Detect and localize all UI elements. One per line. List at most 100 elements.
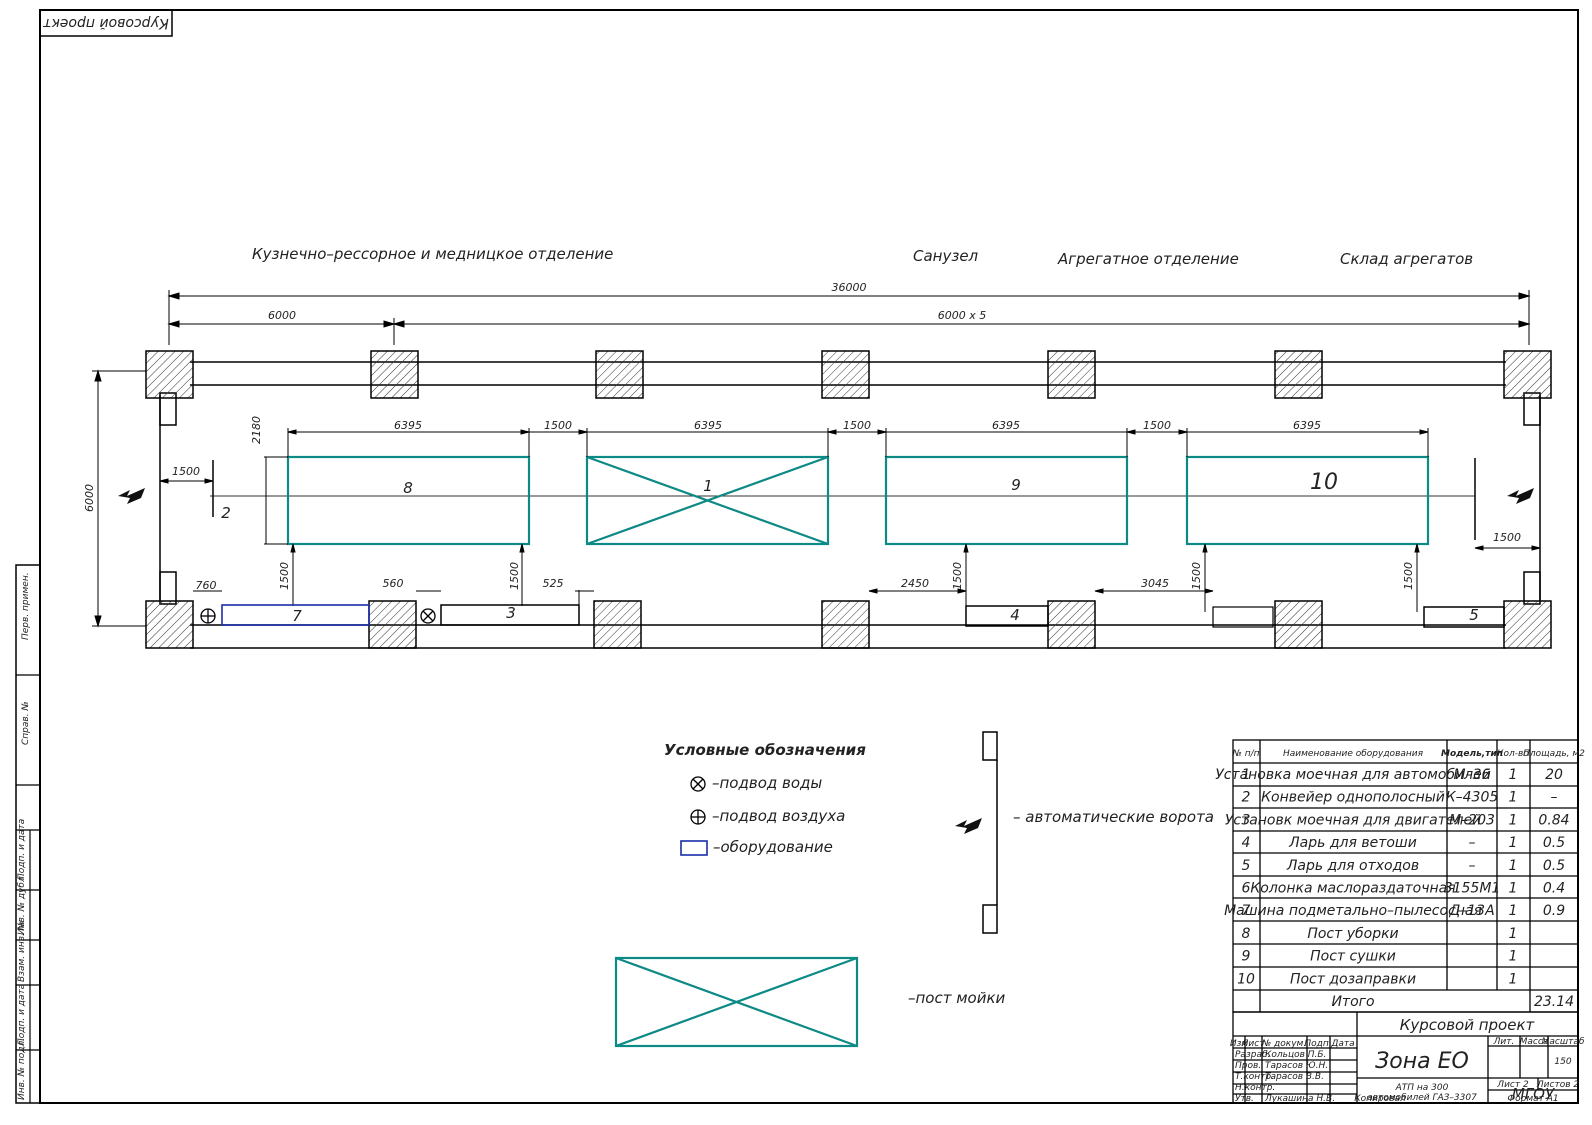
equipment-6 [1212,606,1274,628]
legend-gate-arrow-icon [955,818,982,834]
gate-arrow-icon [1507,488,1534,504]
dim-clear-4: 1500 [1190,562,1203,590]
gate-arrow-icon [118,488,145,504]
spec-cell: Пост уборки [1307,926,1398,942]
title-col-list: Лист [1241,1039,1266,1049]
spec-cell: – [1469,858,1476,874]
spec-cell: Колонка маслораздаточная [1250,881,1455,897]
title-org: МГОУ [1512,1085,1555,1103]
spec-cell: 9 [1242,949,1251,965]
side-stamp-2: Справ. № [21,701,31,745]
water-supply-icon [420,608,436,624]
spec-cell: Установк моечная для двигателей [1225,812,1481,828]
spec-cell: 6 [1242,881,1251,897]
title-person: Тарасов Ю.Н. [1265,1061,1328,1071]
post-8 [286,455,531,546]
title-project: Курсовой проект [1400,1016,1536,1034]
title-head-mass: Масса [1520,1037,1549,1047]
height-dimension [92,369,146,628]
equipment-3 [440,604,580,626]
title-role: Разраб. [1235,1050,1270,1060]
section-label-aggregate: Агрегатное отделение [1057,250,1239,268]
spec-cell: 3 [1242,812,1251,828]
title-name: Зона ЕО [1375,1049,1469,1074]
side-stamp-4: Инв. № дубл. [17,873,27,935]
title-person: Тарасов В.В. [1265,1072,1324,1082]
spec-cell: 0.5 [1543,835,1565,851]
title-sheets: Листов 2 [1536,1080,1579,1090]
title-scale: 150 [1554,1057,1571,1067]
post-label-1: 1 [703,477,713,495]
post-dimensions [159,428,1541,551]
legend-equipment-icon [680,840,708,856]
title-subtitle-2: автомобилей ГАЗ–3307 [1367,1093,1477,1103]
legend-title: Условные обозначения [664,741,866,759]
equipment-dimensions [193,588,1214,594]
section-label-forge: Кузнечно–рессорное и медницкое отделение [252,245,613,263]
spec-cell: 0.84 [1538,812,1569,828]
side-stamp-6: Подп. и дата [17,984,27,1045]
dim-post-1: 6395 [694,419,722,432]
dim-760: 760 [196,579,217,592]
spec-table [1232,739,1579,1013]
title-role: Утв. [1235,1094,1254,1104]
title-col-izm: Изм [1230,1039,1249,1049]
dim-post-8: 6395 [394,419,422,432]
spec-cell: М–203 [1449,812,1495,828]
dim-525: 525 [543,577,564,590]
spec-cell: Конвейер однополосный [1261,790,1445,806]
title-format: Формат А1 [1507,1094,1558,1104]
title-person: Лукашина Н.В. [1264,1094,1335,1104]
spec-header-num: № п/п [1231,749,1259,759]
side-stamp-7: Инв. № подл. [17,1038,27,1100]
title-role: Т.контр. [1235,1072,1274,1082]
dim-overall: 36000 [832,281,867,294]
top-stamp-text: Курсовой проект [42,15,168,31]
spec-cell: 1 [1509,903,1518,919]
dim-gap-1: 1500 [544,419,572,432]
spec-cell: 1 [1509,790,1518,806]
spec-cell: 1 [1242,767,1251,783]
dim-2450: 2450 [901,577,929,590]
side-stamp-1: Перв. примен. [21,572,31,640]
dim-3045: 3045 [1141,577,1169,590]
dim-clear-5: 1500 [1402,562,1415,590]
spec-cell: Пост дозаправки [1290,971,1416,987]
spec-cell: Машина подметально–пылесосная [1224,903,1482,919]
title-role: Н.контр. [1235,1083,1275,1093]
equipment-label-5: 5 [1469,606,1479,624]
spec-total-value: 23.14 [1534,994,1574,1010]
spec-cell: 0.9 [1543,903,1565,919]
spec-cell: 8 [1242,926,1251,942]
legend-wash-post-icon [614,956,859,1048]
spec-header-model: Модель,тип [1441,749,1503,759]
spec-cell: 1 [1509,949,1518,965]
spec-header-name: Наименование оборудования [1283,749,1424,759]
spec-cell: 0.5 [1543,858,1565,874]
legend-water-icon [690,776,706,792]
spec-cell: 1 [1509,926,1518,942]
top-stamp-box [39,9,173,37]
post-10 [1185,455,1430,546]
spec-cell: Установка моечная для автомобилей [1215,767,1491,783]
spec-cell: 1 [1509,858,1518,874]
dim-clear-3: 1500 [951,562,964,590]
spec-cell: 4 [1242,835,1251,851]
top-dimensions [167,290,1531,345]
legend-air: –подвод воздуха [712,807,845,825]
spec-cell: 7 [1242,903,1251,919]
side-stamp-3: Подп. и дата [17,819,27,880]
title-col-doc: № докум. [1261,1039,1306,1049]
spec-header-qty: Кол-во [1497,749,1529,759]
legend-water: –подвод воды [712,774,822,792]
sheet-frame [39,9,1579,1104]
dim-post-9: 6395 [992,419,1020,432]
dim-post-height: 2180 [250,416,263,444]
equipment-label-7: 7 [292,607,302,625]
spec-cell: – [1469,835,1476,851]
dim-gap-2: 1500 [843,419,871,432]
title-role: Пров. [1235,1061,1261,1071]
dim-clear-2: 1500 [508,562,521,590]
